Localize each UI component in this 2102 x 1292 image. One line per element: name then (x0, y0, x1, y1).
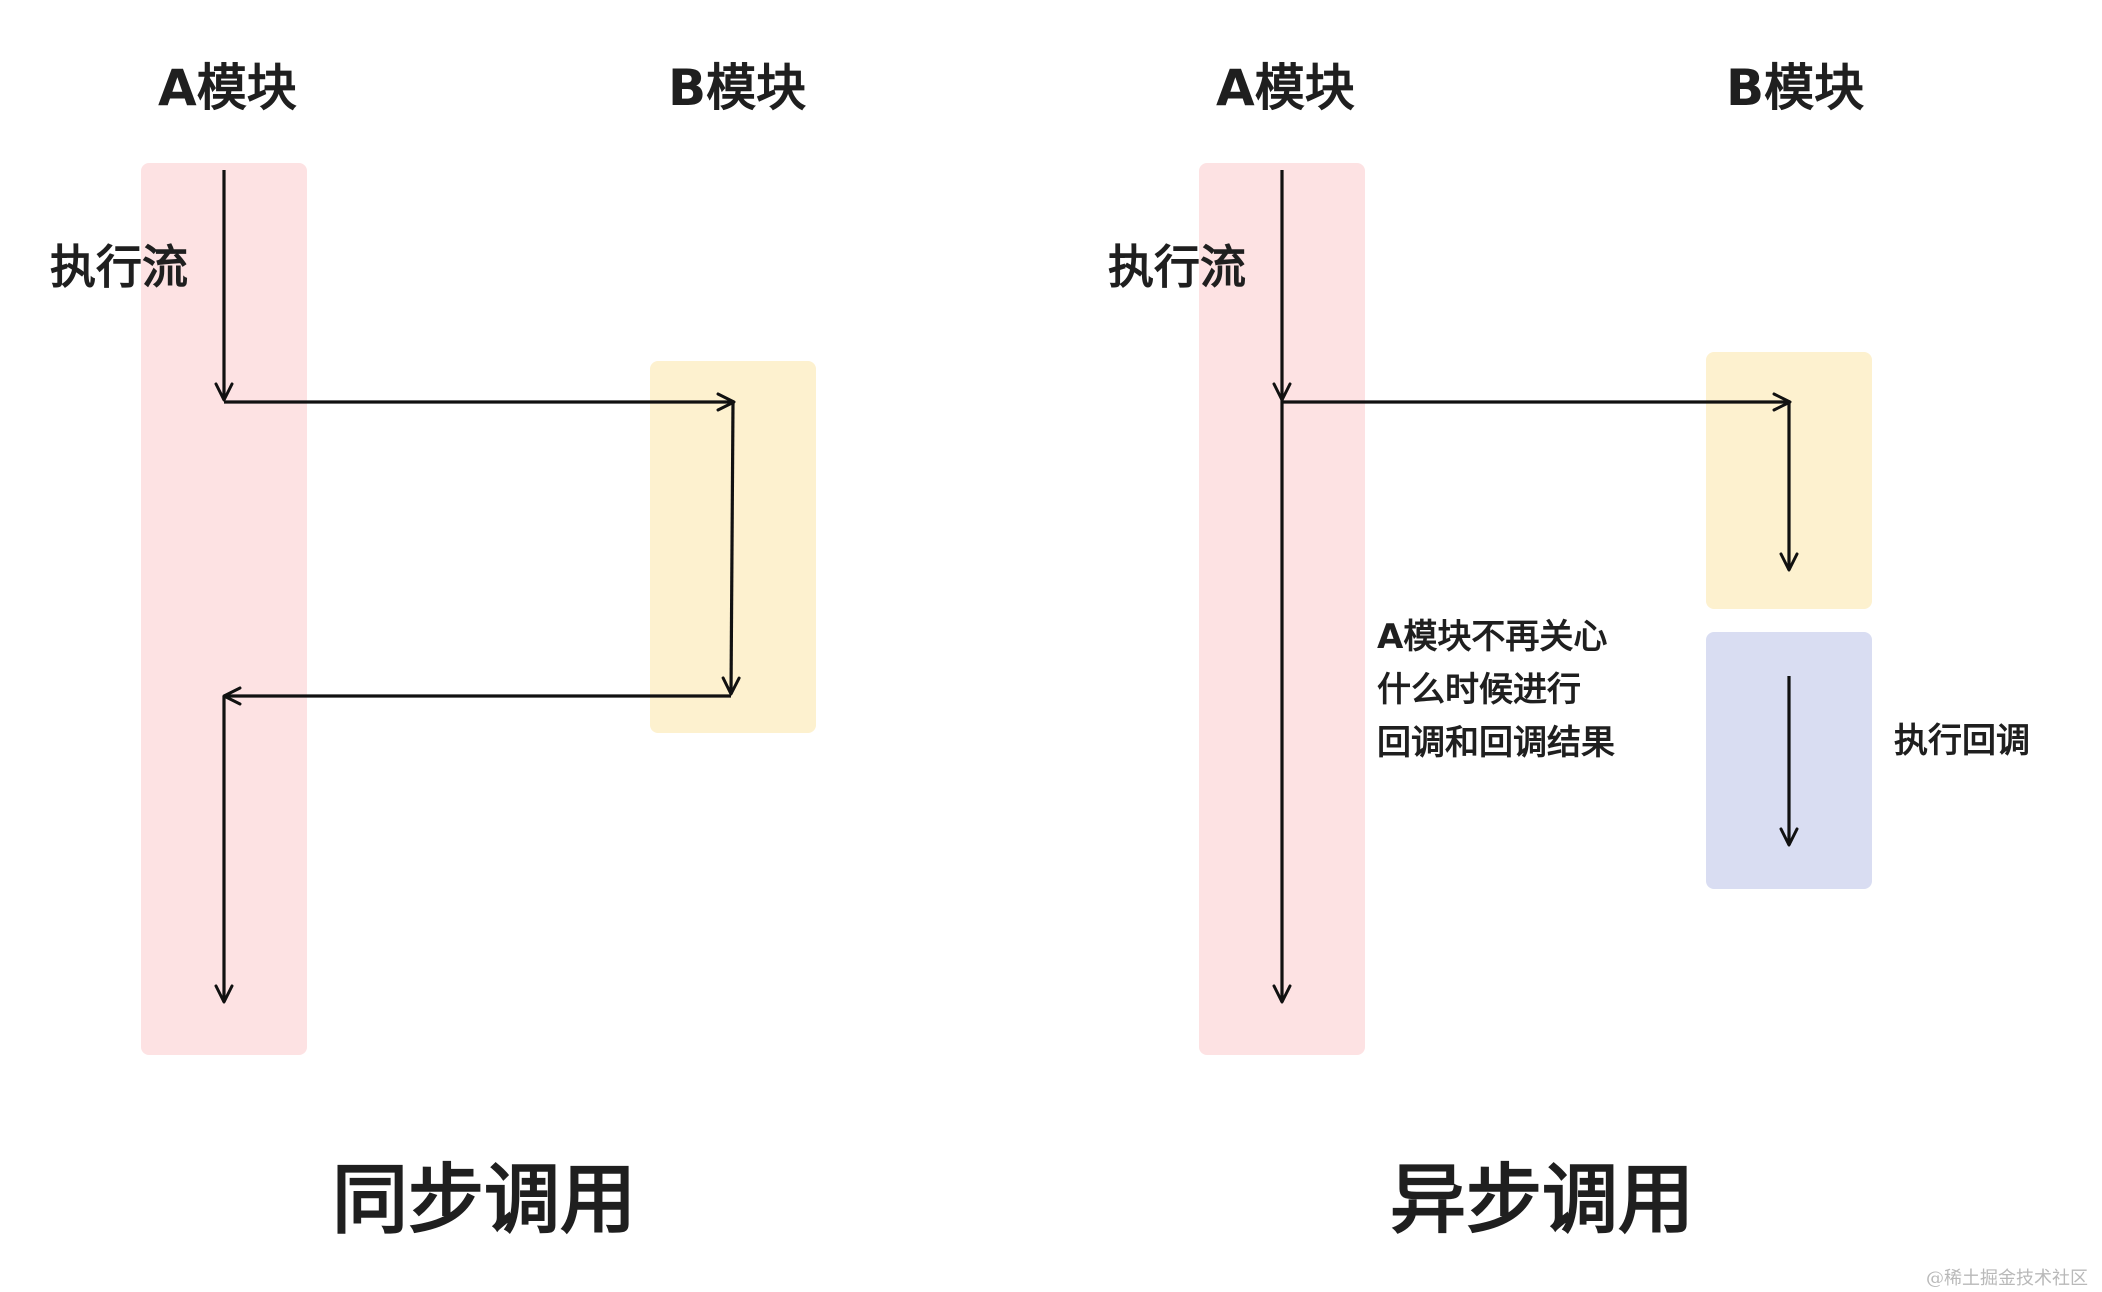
async-title: 异步调用 (1390, 1155, 1694, 1244)
async-flow-label: 执行流 (1108, 240, 1246, 294)
sync-module-a-label: A模块 (158, 59, 297, 117)
async-callback-label: 执行回调 (1894, 721, 2030, 761)
sync-title: 同步调用 (332, 1155, 636, 1244)
sync-module-a-lane (141, 163, 307, 1055)
sync-flow-label: 执行流 (50, 240, 188, 294)
async-note-line: A模块不再关心 (1377, 617, 1608, 657)
watermark: @稀土掘金技术社区 (1926, 1268, 2088, 1289)
async-module-b-label: B模块 (1726, 59, 1865, 117)
async-module-a-label: A模块 (1216, 59, 1355, 117)
async-note: A模块不再关心 什么时候进行 回调和回调结果 (1377, 611, 1615, 770)
async-note-line: 什么时候进行 (1377, 670, 1581, 710)
sync-b-exec-arrow (721, 401, 741, 696)
sync-module-b-label: B模块 (668, 59, 807, 117)
async-note-line: 回调和回调结果 (1377, 723, 1615, 763)
